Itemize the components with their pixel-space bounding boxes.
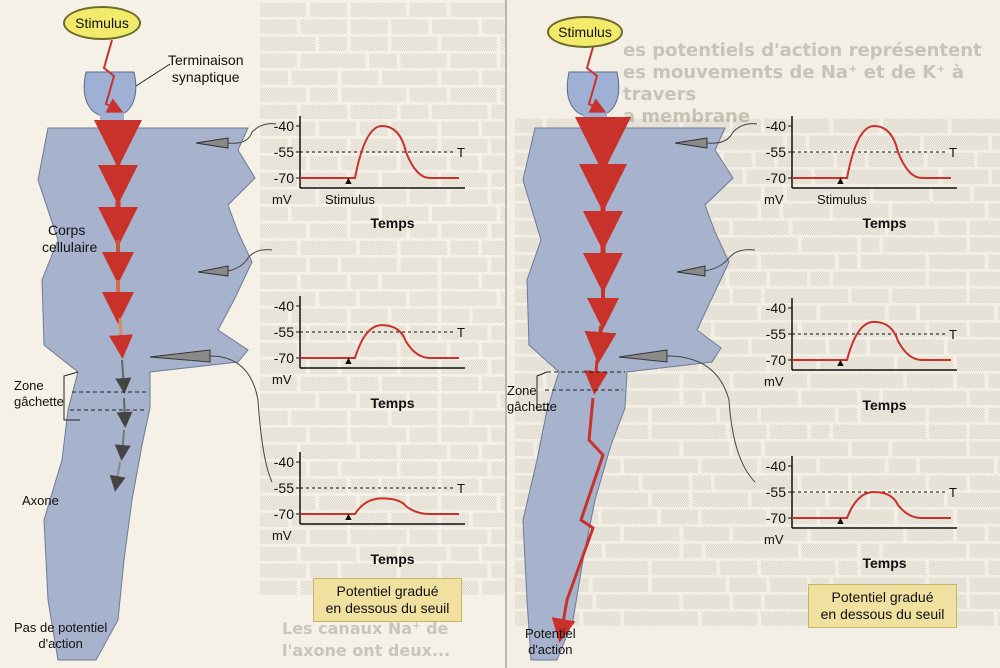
- cell-body: [37, 127, 256, 661]
- axon-label: Axone: [22, 493, 59, 508]
- y-tick-label: -40: [766, 300, 786, 316]
- synaptic-terminal: [83, 71, 137, 118]
- threshold-label: T: [457, 325, 465, 340]
- y-tick-label: -70: [766, 170, 786, 186]
- signal-arrows: [94, 120, 142, 492]
- y-unit-label: mV: [764, 192, 784, 207]
- stimulus-marker: ▲: [343, 355, 354, 367]
- potential-trace: [300, 124, 459, 179]
- y-tick-label: -40: [274, 118, 294, 134]
- trigger-zone-label: Zone gâchette: [14, 378, 64, 409]
- right-graph-3: -40 -55 -70 T ▲ mV Temps: [764, 456, 957, 571]
- trigger-zone-label: Zone gâchette: [507, 383, 557, 414]
- potential-trace: [792, 490, 951, 519]
- stimulus-ellipse: Stimulus: [547, 16, 623, 48]
- stimulus-marker: ▲: [835, 357, 846, 369]
- stimulus-marker-label: Stimulus: [325, 192, 375, 207]
- background-bottom-heading: Les canaux Na⁺ de l'axone ont deux...: [282, 619, 451, 660]
- threshold-label: T: [949, 327, 957, 342]
- stimulus-marker: ▲: [835, 175, 846, 187]
- y-tick-label: -40: [274, 454, 294, 470]
- stimulus-marker: ▲: [343, 175, 354, 187]
- stimulus-marker: ▲: [835, 515, 846, 527]
- background-heading: es potentiels d'action représentent es m…: [623, 40, 982, 127]
- right-graph-2: -40 -55 -70 T ▲ mV Temps: [764, 298, 957, 413]
- synaptic-terminal: [566, 71, 620, 118]
- y-unit-label: mV: [764, 532, 784, 547]
- x-axis-label: Temps: [862, 215, 906, 231]
- cell-body-label: Corps cellulaire: [42, 222, 98, 255]
- stimulus-ellipse: Stimulus: [63, 6, 141, 40]
- signal-arrows: [551, 117, 631, 643]
- threshold-label: T: [457, 145, 465, 160]
- graded-potential-caption: Potentiel gradué en dessous du seuil: [313, 578, 462, 622]
- graded-potential-caption: Potentiel gradué en dessous du seuil: [808, 584, 957, 628]
- y-tick-label: -70: [274, 170, 294, 186]
- stimulus-marker-label: Stimulus: [817, 192, 867, 207]
- y-tick-label: -70: [274, 506, 294, 522]
- left-graph-3: -40 -55 -70 T ▲ mV Temps: [272, 452, 465, 567]
- no-action-potential-label: Pas de potentiel d'action: [14, 620, 108, 651]
- threshold-label: T: [949, 485, 957, 500]
- y-tick-label: -70: [766, 510, 786, 526]
- x-axis-label: Temps: [370, 551, 414, 567]
- right-graph-1: -40 -55 -70 T ▲ Stimulus mV Temps: [764, 116, 957, 231]
- stimulus-marker: ▲: [343, 511, 354, 523]
- y-tick-label: -55: [274, 324, 294, 340]
- y-tick-label: -40: [274, 298, 294, 314]
- y-tick-label: -55: [766, 484, 786, 500]
- y-tick-label: -70: [274, 350, 294, 366]
- y-tick-label: -70: [766, 352, 786, 368]
- y-tick-label: -40: [766, 458, 786, 474]
- cell-body: [522, 127, 734, 661]
- right-page: es potentiels d'action représentent es m…: [507, 0, 1000, 668]
- y-tick-label: -55: [274, 480, 294, 496]
- right-diagram: [522, 39, 758, 661]
- action-potential-label: Potentiel d'action: [525, 626, 576, 657]
- left-diagram: [37, 39, 277, 661]
- y-tick-label: -55: [274, 144, 294, 160]
- x-axis-label: Temps: [862, 555, 906, 571]
- y-tick-label: -55: [766, 144, 786, 160]
- potential-trace: [300, 497, 459, 515]
- y-unit-label: mV: [764, 374, 784, 389]
- threshold-label: T: [949, 145, 957, 160]
- potential-trace: [300, 324, 459, 359]
- stimulus-bolt: [585, 39, 607, 113]
- page-gutter: [503, 0, 509, 668]
- terminal-label: Terminaison synaptique: [168, 52, 244, 85]
- x-axis-label: Temps: [370, 215, 414, 231]
- left-page: ▒▒▒▒▒ ▒▒▒▒ ▒▒▒▒▒▒ ▒▒▒▒ ▒▒▒▒▒▒ ▒▒▒ ▒▒▒▒▒▒…: [0, 0, 505, 668]
- potential-trace: [792, 320, 951, 361]
- potential-trace: [792, 124, 951, 179]
- y-tick-label: -55: [766, 326, 786, 342]
- x-axis-label: Temps: [862, 397, 906, 413]
- y-unit-label: mV: [272, 372, 292, 387]
- y-tick-label: -40: [766, 118, 786, 134]
- x-axis-label: Temps: [370, 395, 414, 411]
- background-text: ▒▒▒▒▒ ▒▒▒▒ ▒▒▒▒▒▒ ▒▒▒▒ ▒▒▒▒▒▒ ▒▒▒ ▒▒▒▒▒▒…: [260, 3, 505, 595]
- threshold-label: T: [457, 481, 465, 496]
- y-unit-label: mV: [272, 528, 292, 543]
- stimulus-bolt: [102, 39, 124, 113]
- left-graph-1: -40 -55 -70 T ▲ Stimulus mV Temps: [272, 116, 465, 231]
- left-graph-2: -40 -55 -70 T ▲ mV Temps: [272, 296, 465, 411]
- y-unit-label: mV: [272, 192, 292, 207]
